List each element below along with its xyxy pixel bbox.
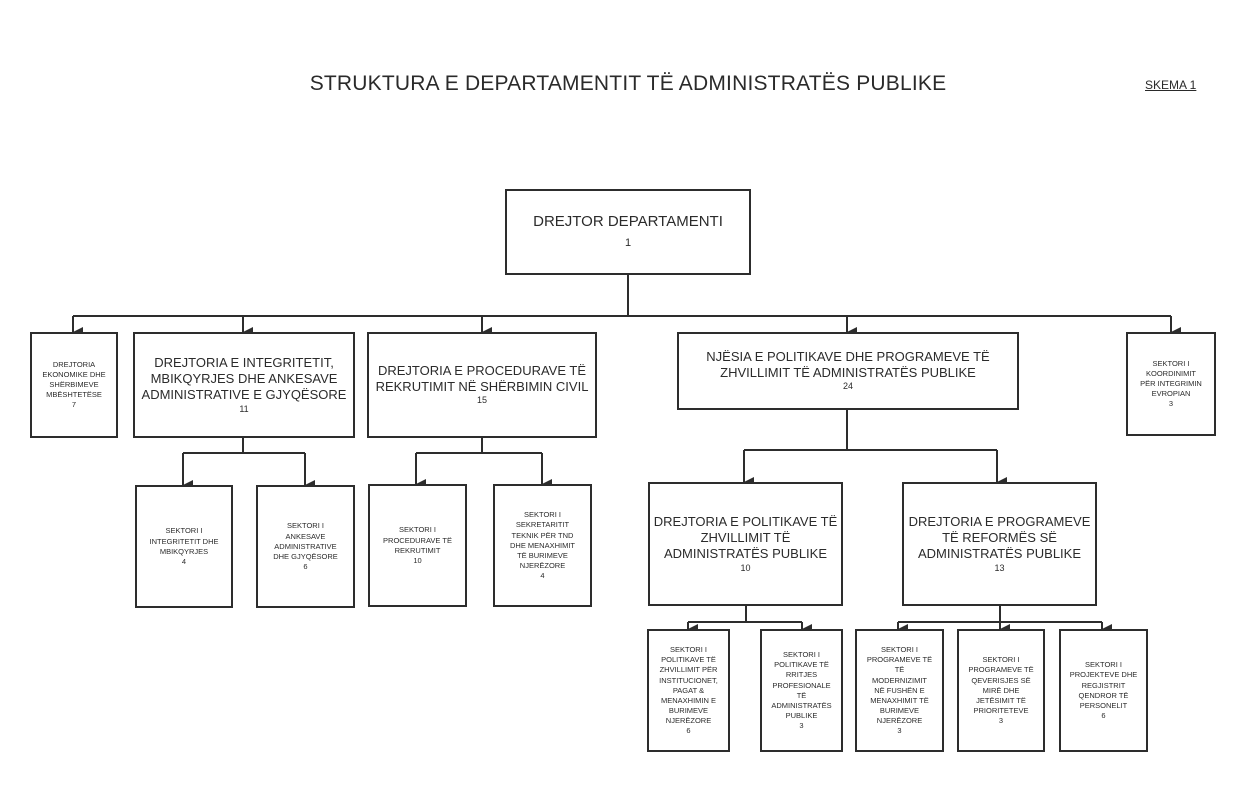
box-name: DREJTORIA E INTEGRITETIT, MBIKQYRJES DHE… xyxy=(141,354,347,403)
box-count: 6 xyxy=(303,561,308,571)
box-name: NJËSIA E POLITIKAVE DHE PROGRAMEVE TË ZH… xyxy=(706,348,990,381)
box-count: 3 xyxy=(799,721,804,731)
integrity-directorate-box: DREJTORIA E INTEGRITETIT, MBIKQYRJES DHE… xyxy=(133,332,355,438)
technical-secretariat-sector-box: SEKTORI I SEKRETARITIT TEKNIK PËR TND DH… xyxy=(493,484,592,607)
box-count: 15 xyxy=(476,395,487,406)
box-name: DREJTORIA E POLITIKAVE TË ZHVILLIMIT TË … xyxy=(653,513,838,562)
hr-modernization-sector-box: SEKTORI I PROGRAMEVE TË TË MODERNIZIMIT … xyxy=(855,629,944,752)
recruitment-directorate-box: DREJTORIA E PROCEDURAVE TË REKRUTIMIT NË… xyxy=(367,332,597,438)
projects-registry-sector-box: SEKTORI I PROJEKTEVE DHE REGJISTRIT QEND… xyxy=(1059,629,1148,752)
box-name: SEKTORI I ANKESAVE ADMINISTRATIVE DHE GJ… xyxy=(273,521,338,561)
integrity-sector-box: SEKTORI I INTEGRITETIT DHE MBIKQYRJES 4 xyxy=(135,485,233,608)
complaints-sector-box: SEKTORI I ANKESAVE ADMINISTRATIVE DHE GJ… xyxy=(256,485,355,608)
box-count: 11 xyxy=(239,403,249,414)
development-policies-directorate-box: DREJTORIA E POLITIKAVE TË ZHVILLIMIT TË … xyxy=(648,482,843,606)
box-count: 6 xyxy=(1101,710,1106,720)
box-name: DREJTORIA E PROGRAMEVE TË REFORMËS SË AD… xyxy=(908,513,1091,562)
box-count: 10 xyxy=(413,555,422,565)
page-title: STRUKTURA E DEPARTAMENTIT TË ADMINISTRAT… xyxy=(309,72,947,95)
scheme-label: SKEMA 1 xyxy=(1145,78,1197,92)
box-name: SEKTORI I POLITIKAVE TË RRITJES PROFESIO… xyxy=(771,650,832,720)
box-count: 7 xyxy=(71,400,77,410)
box-name: SEKTORI I PROGRAMEVE TË QEVERISJES SË MI… xyxy=(968,655,1034,715)
policy-programs-unit-box: NJËSIA E POLITIKAVE DHE PROGRAMEVE TË ZH… xyxy=(677,332,1019,410)
reform-programs-directorate-box: DREJTORIA E PROGRAMEVE TË REFORMËS SË AD… xyxy=(902,482,1097,606)
box-name: SEKTORI I PROJEKTEVE DHE REGJISTRIT QEND… xyxy=(1069,660,1138,710)
box-count: 3 xyxy=(998,716,1004,725)
box-name: SEKTORI I INTEGRITETIT DHE MBIKQYRJES xyxy=(149,526,219,556)
good-governance-sector-box: SEKTORI I PROGRAMEVE TË QEVERISJES SË MI… xyxy=(957,629,1045,752)
box-count: 10 xyxy=(740,562,751,573)
economic-directorate-box: DREJTORIA EKONOMIKE DHE SHËRBIMEVE MBËSH… xyxy=(30,332,118,438)
box-count: 6 xyxy=(686,726,691,736)
box-name: SEKTORI I POLITIKAVE TË ZHVILLIMIT PËR I… xyxy=(659,645,718,725)
recruitment-procedures-sector-box: SEKTORI I PROCEDURAVE TË REKRUTIMIT 10 xyxy=(368,484,467,607)
institutional-policies-sector-box: SEKTORI I POLITIKAVE TË ZHVILLIMIT PËR I… xyxy=(647,629,730,752)
director-count: 1 xyxy=(624,237,632,250)
box-count: 4 xyxy=(181,556,187,566)
box-name: DREJTORIA E PROCEDURAVE TË REKRUTIMIT NË… xyxy=(375,362,589,395)
professional-growth-sector-box: SEKTORI I POLITIKAVE TË RRITJES PROFESIO… xyxy=(760,629,843,752)
box-count: 3 xyxy=(897,726,902,736)
box-name: SEKTORI I PROCEDURAVE TË REKRUTIMIT xyxy=(383,525,452,555)
box-count: 3 xyxy=(1168,399,1174,409)
box-name: DREJTORIA EKONOMIKE DHE SHËRBIMEVE MBËSH… xyxy=(42,359,106,400)
box-name: SEKTORI I KOORDINIMIT PËR INTEGRIMIN EVR… xyxy=(1140,358,1202,399)
director-name: DREJTOR DEPARTAMENTI xyxy=(533,213,723,231)
eu-coordination-sector-box: SEKTORI I KOORDINIMIT PËR INTEGRIMIN EVR… xyxy=(1126,332,1216,436)
box-count: 4 xyxy=(540,571,545,580)
box-name: SEKTORI I SEKRETARITIT TEKNIK PËR TND DH… xyxy=(509,510,575,570)
box-name: SEKTORI I PROGRAMEVE TË TË MODERNIZIMIT … xyxy=(866,645,933,725)
box-count: 13 xyxy=(994,562,1005,573)
director-box: DREJTOR DEPARTAMENTI 1 xyxy=(505,189,751,275)
box-count: 24 xyxy=(842,381,853,392)
